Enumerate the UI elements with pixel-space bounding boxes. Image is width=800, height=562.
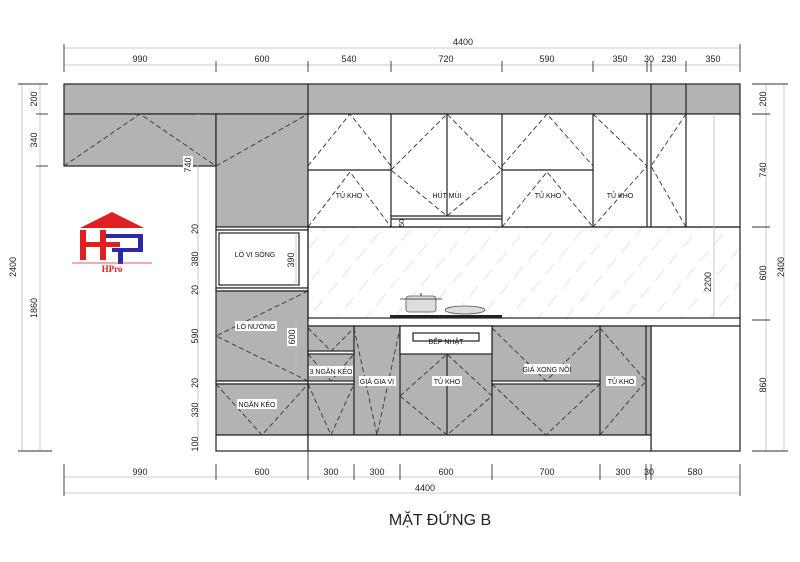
top-soffit: [63, 83, 741, 115]
dimension-label: 20: [190, 378, 200, 388]
dimension-label: 20: [190, 224, 200, 234]
label-cooktop: BẾP NHẬT: [429, 336, 465, 346]
dimension-label: 4400: [453, 37, 473, 47]
dimension-label: 720: [438, 54, 453, 64]
dimension-label: 590: [190, 328, 200, 343]
dimension-label: 380: [190, 251, 200, 266]
dimension-label: 20: [190, 285, 200, 295]
dimension-label: 990: [132, 54, 147, 64]
dimension-label: 2400: [776, 257, 786, 277]
dimension-label: 700: [539, 467, 554, 477]
dimension-label: 4400: [415, 483, 435, 493]
dimension-label: 390: [286, 252, 296, 267]
dimension-label: 600: [254, 54, 269, 64]
dimension-label: 350: [612, 54, 627, 64]
cooktop-surface: [390, 315, 502, 318]
upper-cabinets: [307, 113, 741, 228]
dimension-label: 300: [369, 467, 384, 477]
dimension-label: 2200: [703, 272, 713, 292]
cabinet-labels: TỦ KHO HÚT MÙI TỦ KHO TỦ KHO LÒ VI SÓNG …: [235, 191, 636, 409]
dimension-label: 300: [323, 467, 338, 477]
dimension-label: 30: [644, 54, 654, 64]
dimension-label: 200: [29, 91, 39, 106]
dimension-label: 600: [758, 265, 768, 280]
pan-icon: [444, 305, 486, 315]
pot-icon: [400, 293, 442, 313]
label-oven: LÒ NƯỚNG: [237, 322, 276, 331]
dimension-label: 740: [758, 162, 768, 177]
dimension-label: 740: [183, 157, 193, 172]
dimension-label: 230: [661, 54, 676, 64]
right-dimensions: 200 740 600 860 2400: [752, 83, 788, 452]
label-upper-store-3: TỦ KHO: [607, 191, 634, 200]
dimension-label: 330: [190, 402, 200, 417]
label-drawer: NGĂN KÉO: [239, 400, 277, 409]
dimension-label: 340: [29, 132, 39, 147]
dimension-label: 2400: [8, 257, 18, 277]
label-base-store-1: TỦ KHO: [434, 377, 461, 386]
dimension-label: 100: [190, 436, 200, 451]
label-microwave: LÒ VI SÓNG: [235, 250, 275, 259]
top-dimensions: 4400 990 600 540 720 590 350 30 230 350: [63, 37, 741, 72]
left-dimensions: 2400 200 340 1860 20 380 20 590 20 330 1…: [8, 83, 200, 452]
dimension-label: 30: [644, 467, 654, 477]
hpro-logo: HPro: [72, 212, 152, 274]
dimension-label: 50: [399, 219, 406, 227]
dimension-label: 200: [758, 91, 768, 106]
backsplash: [307, 114, 741, 451]
dimension-label: 990: [132, 467, 147, 477]
label-hood: HÚT MÙI: [432, 191, 461, 200]
dimension-label: 600: [287, 329, 297, 344]
dimension-label: 540: [341, 54, 356, 64]
dimension-label: 600: [254, 467, 269, 477]
dimension-label: 580: [687, 467, 702, 477]
dimension-label: 1860: [29, 298, 39, 318]
dimension-label: 860: [758, 377, 768, 392]
label-pot-rack: GIÁ XONG NỒI: [522, 364, 571, 374]
label-upper-store-2: TỦ KHO: [535, 191, 562, 200]
dimension-label: 350: [705, 54, 720, 64]
bottom-dimensions: 990 600 300 300 600 700 300 30 580 4400: [63, 450, 741, 496]
label-spice-rack: GIÁ GIA VỊ: [360, 377, 394, 386]
logo-text: HPro: [102, 264, 123, 274]
internal-dimensions: 740 390 600 50 2200: [183, 156, 713, 346]
label-three-drawers: 3 NGĂN KÉO: [310, 367, 353, 376]
drawer: [215, 383, 309, 436]
label-base-store-2: TỦ KHO: [608, 377, 635, 386]
cooktop-panel: [399, 325, 493, 355]
label-upper-store-1: TỦ KHO: [336, 191, 363, 200]
drawing-title: MẶT ĐỨNG B: [389, 510, 491, 529]
dimension-label: 300: [615, 467, 630, 477]
dimension-label: 590: [539, 54, 554, 64]
dimension-label: 600: [438, 467, 453, 477]
